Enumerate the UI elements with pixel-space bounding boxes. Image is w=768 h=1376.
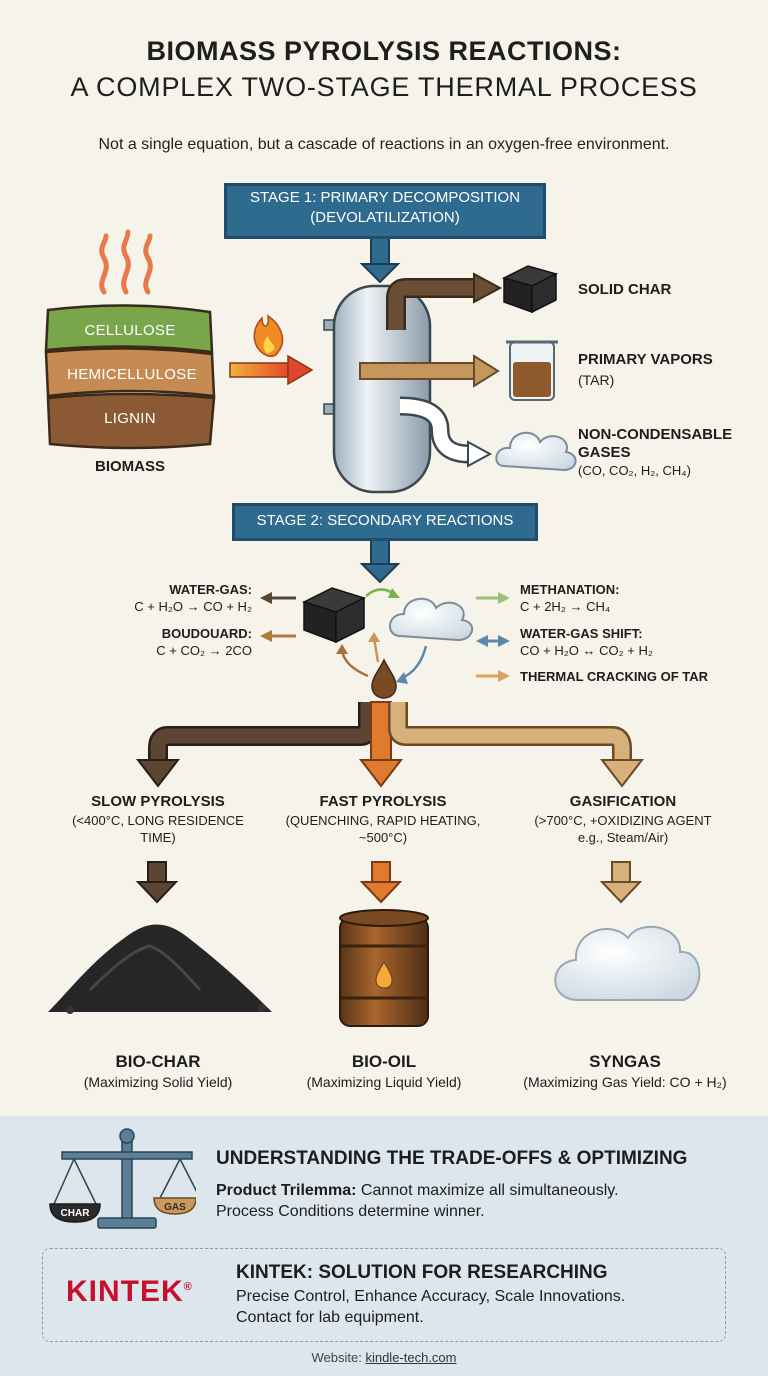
syngas-cloud-icon — [554, 925, 701, 1001]
gases-sub: (CO, CO₂, H₂, CH₄) — [578, 463, 691, 478]
process-diagram — [44, 229, 701, 1027]
solid-char-label: SOLID CHAR — [578, 281, 672, 298]
product-biochar: BIO-CHAR — [115, 1052, 201, 1071]
page-title-line2: A COMPLEX TWO-STAGE THERMAL PROCESS — [70, 72, 698, 102]
route-fast-desc: (QUENCHING, RAPID HEATING, — [285, 813, 481, 828]
thermal-cracking-title: THERMAL CRACKING OF TAR — [520, 669, 709, 684]
secondary-gas-cloud-icon — [389, 598, 473, 642]
gases-label-2: GASES — [578, 444, 631, 461]
website: Website: kindle-tech.com — [0, 1350, 768, 1365]
gases-label: NON-CONDENSABLE — [578, 426, 733, 443]
char-cube-icon — [501, 265, 559, 314]
water-gas-shift-eq: CO + H₂O ↔ CO₂ + H₂ — [520, 643, 653, 658]
stage1-down-arrow — [359, 231, 401, 284]
water-gas-arrow — [260, 592, 296, 604]
route-branch-gasification — [388, 702, 645, 788]
boudouard-eq: C + CO₂ → 2CO — [156, 643, 252, 658]
layer-cellulose: CELLULOSE — [84, 322, 176, 339]
product-arrow-slow — [135, 861, 179, 904]
kintek-line2: Contact for lab equipment. — [236, 1309, 424, 1326]
page-subtitle: Not a single equation, but a cascade of … — [98, 136, 670, 153]
kintek-logo: KINTEK® — [66, 1275, 193, 1309]
boudouard-arrow — [260, 630, 296, 642]
methanation-eq: C + 2H₂ → CH₄ — [520, 599, 611, 614]
methanation-title: METHANATION: — [520, 582, 620, 597]
tradeoffs-bold: Product Trilemma: — [216, 1182, 357, 1199]
beaker-icon — [506, 340, 558, 401]
scale-left-label: CHAR — [60, 1208, 90, 1219]
flame-icon — [253, 314, 284, 358]
tradeoffs-line2: Process Conditions determine winner. — [216, 1203, 485, 1220]
website-link[interactable]: kindle-tech.com — [365, 1350, 457, 1365]
layer-hemicellulose: HEMICELLULOSE — [67, 366, 197, 383]
product-syngas-desc: (Maximizing Gas Yield: CO + H₂) — [523, 1074, 727, 1090]
tar-drop-icon — [371, 658, 397, 699]
website-label: Website: — [311, 1350, 366, 1365]
stage1-subtitle: (DEVOLATILIZATION) — [310, 209, 460, 226]
layer-lignin: LIGNIN — [104, 410, 156, 427]
char-output-arrow — [386, 272, 503, 330]
tradeoffs-line1: Cannot maximize all simultaneously. — [356, 1182, 619, 1199]
product-arrow-gas — [599, 861, 643, 904]
product-syngas: SYNGAS — [589, 1052, 661, 1071]
biochar-pile-icon — [48, 924, 272, 1014]
stage2-title: STAGE 2: SECONDARY REACTIONS — [256, 512, 514, 529]
reaction-cycle-arrows — [336, 588, 428, 684]
route-fast-title: FAST PYROLYSIS — [319, 793, 447, 810]
kintek-logo-text: KINTEK — [66, 1275, 184, 1308]
water-gas-eq: C + H₂O → CO + H₂ — [134, 599, 252, 614]
gas-output-arrow — [399, 396, 493, 468]
route-slow-title: SLOW PYROLYSIS — [91, 793, 225, 810]
water-gas-title: WATER-GAS: — [169, 582, 252, 597]
stage1-title: STAGE 1: PRIMARY DECOMPOSITION — [249, 189, 521, 206]
thermal-cracking-arrow — [476, 670, 510, 682]
scale-right-label: GAS — [164, 1202, 186, 1213]
vapor-output-arrow — [359, 354, 500, 388]
product-biooil-desc: (Maximizing Liquid Yield) — [306, 1074, 462, 1090]
route-branch-fast — [358, 701, 404, 788]
primary-vapors-label: PRIMARY VAPORS — [578, 351, 713, 368]
steam-icon — [99, 229, 153, 295]
primary-vapors-sub: (TAR) — [578, 372, 615, 388]
stage2-down-arrow — [359, 537, 401, 584]
route-slow-desc-2: TIME) — [140, 830, 176, 845]
kintek-box — [42, 1248, 726, 1342]
biomass-icon — [44, 304, 216, 450]
product-arrow-fast — [359, 861, 403, 904]
product-biooil: BIO-OIL — [351, 1052, 417, 1071]
kintek-logo-reg: ® — [183, 1281, 193, 1293]
route-gas-title: GASIFICATION — [569, 793, 677, 810]
route-gas-desc-2: e.g., Steam/Air) — [577, 830, 669, 845]
route-fast-desc-2: ~500°C) — [358, 830, 408, 845]
water-gas-shift-arrow — [476, 635, 510, 647]
product-biochar-desc: (Maximizing Solid Yield) — [83, 1074, 233, 1090]
oil-barrel-icon — [339, 909, 429, 1027]
kintek-line1: Precise Control, Enhance Accuracy, Scale… — [236, 1288, 626, 1305]
stage1-box: STAGE 1: PRIMARY DECOMPOSITION (DEVOLATI… — [224, 183, 546, 239]
route-branch-slow — [135, 702, 378, 788]
heat-arrow — [229, 354, 314, 386]
tradeoffs-heading: UNDERSTANDING THE TRADE-OFFS & OPTIMIZIN… — [216, 1148, 688, 1169]
gas-cloud-icon — [495, 432, 577, 472]
tradeoffs-text: Product Trilemma: Cannot maximize all si… — [216, 1180, 619, 1201]
secondary-char-cube-icon — [302, 587, 366, 644]
methanation-arrow — [476, 592, 510, 604]
route-gas-desc: (>700°C, +OXIDIZING AGENT — [534, 813, 712, 828]
balance-scale-icon — [49, 1128, 196, 1229]
reactor-vessel — [323, 284, 432, 494]
boudouard-title: BOUDOUARD: — [161, 626, 252, 641]
biomass-label: BIOMASS — [94, 458, 165, 475]
page-title: BIOMASS PYROLYSIS REACTIONS: — [146, 36, 622, 66]
kintek-heading: KINTEK: SOLUTION FOR RESEARCHING — [236, 1262, 608, 1283]
route-slow-desc: (<400°C, LONG RESIDENCE — [72, 813, 244, 828]
water-gas-shift-title: WATER-GAS SHIFT: — [520, 626, 643, 641]
stage2-box: STAGE 2: SECONDARY REACTIONS — [232, 503, 538, 541]
